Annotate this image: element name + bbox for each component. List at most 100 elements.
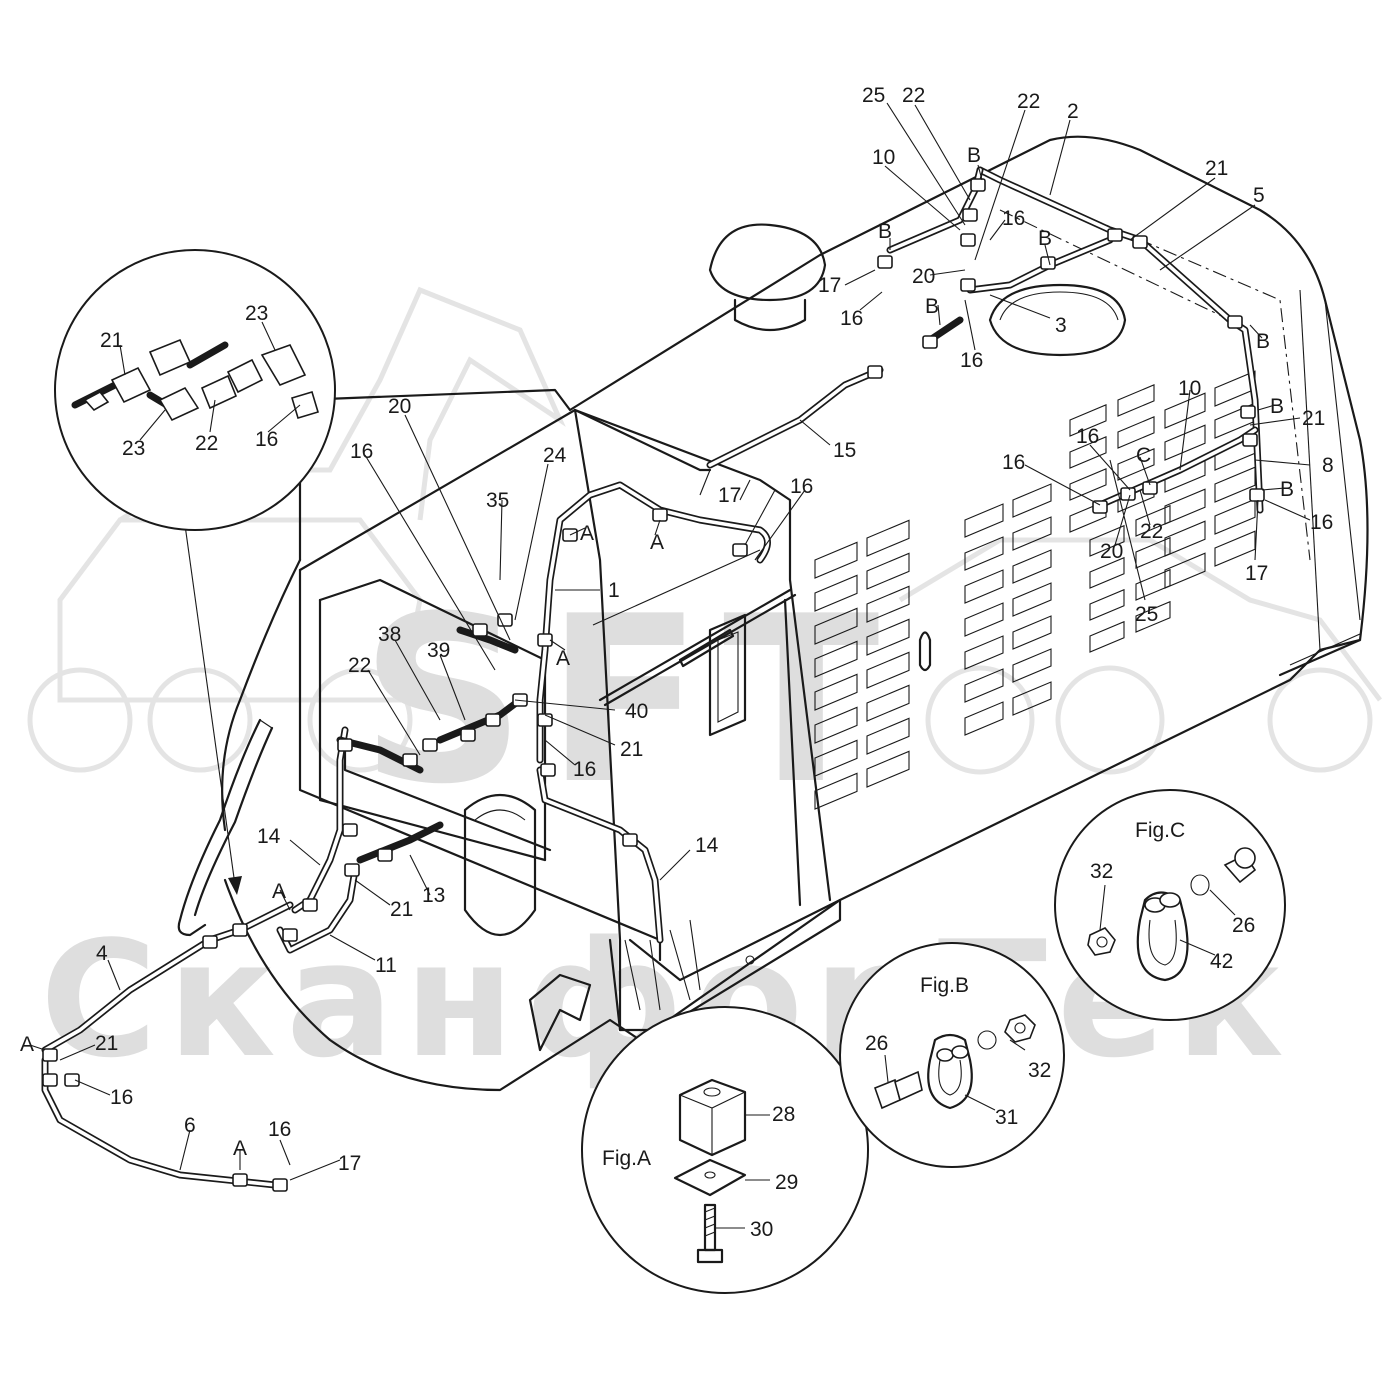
grille-slot — [1069, 404, 1107, 437]
callout-21: 21 — [620, 738, 643, 761]
leader-lines — [29, 102, 1311, 1181]
fig-b-callout-26: 26 — [865, 1032, 888, 1055]
callout-17: 17 — [1245, 562, 1268, 585]
pipe-fitting — [877, 255, 893, 269]
pipe-fitting — [272, 1178, 288, 1192]
pipe-fitting — [622, 833, 638, 847]
callout-14: 14 — [695, 834, 719, 857]
callout-B: B — [925, 295, 939, 318]
callout-35: 35 — [486, 489, 509, 512]
callout-16: 16 — [268, 1118, 291, 1141]
pipe-fitting — [1107, 228, 1123, 242]
callout-21: 21 — [390, 898, 413, 921]
watermark-machine-outline — [27, 286, 1382, 775]
fig-c-title: Fig.C — [1135, 819, 1185, 842]
grille-slot — [814, 739, 858, 777]
fig-b-callout-32: 32 — [1028, 1059, 1051, 1082]
fig-a: Fig.A 28 29 30 — [581, 1006, 869, 1294]
fig-b-callout-31: 31 — [995, 1106, 1018, 1129]
callout-20: 20 — [388, 395, 411, 418]
callout-22: 22 — [1140, 520, 1163, 543]
grille-slot — [1117, 384, 1155, 417]
callout-40: 40 — [625, 700, 648, 723]
pipe-fitting — [64, 1073, 80, 1087]
pipe-fitting — [867, 365, 883, 379]
callout-A: A — [650, 531, 664, 554]
grille-slot — [1214, 530, 1256, 567]
grille-slot — [1214, 466, 1256, 503]
grille-slot — [1069, 468, 1107, 501]
grille-slot — [866, 750, 910, 788]
grille-slot — [964, 701, 1004, 736]
grille-slot — [1117, 416, 1155, 449]
callout-A: A — [556, 647, 570, 670]
callout-3: 3 — [1055, 314, 1067, 337]
fig-a-callout-29: 29 — [775, 1171, 798, 1194]
detail-callout-22: 22 — [195, 432, 218, 455]
grille-slot — [964, 602, 1004, 637]
pipe-fitting — [232, 1173, 248, 1187]
callout-39: 39 — [427, 639, 450, 662]
pipe-fitting — [302, 898, 318, 912]
detail-callout-23: 23 — [245, 302, 268, 325]
pipe-fitting — [962, 208, 978, 222]
grille-slot — [814, 772, 858, 810]
callout-17: 17 — [718, 484, 741, 507]
pipe-fitting — [337, 738, 353, 752]
callout-B: B — [1280, 478, 1294, 501]
pipe-fitting — [1120, 487, 1136, 501]
pipe-fitting — [472, 623, 488, 637]
pipe-fitting — [344, 863, 360, 877]
pipe-fitting — [1132, 235, 1148, 249]
callout-25: 25 — [1135, 603, 1158, 626]
callout-16: 16 — [1076, 425, 1099, 448]
grille-slot — [964, 569, 1004, 604]
grille-slot — [866, 651, 910, 689]
callout-A: A — [272, 880, 286, 903]
callout-22: 22 — [1017, 90, 1040, 113]
piping — [41, 166, 1265, 1192]
callout-A: A — [580, 522, 594, 545]
grille-slot — [1012, 582, 1052, 617]
pipe-fitting — [1227, 315, 1243, 329]
detail-callout-21: 21 — [100, 329, 123, 352]
callout-C: C — [1136, 444, 1151, 467]
grille-slot — [1164, 488, 1206, 525]
pipe-fitting — [922, 335, 938, 349]
grille-slot — [1069, 436, 1107, 469]
fig-a-callout-30: 30 — [750, 1218, 773, 1241]
pipe-fitting — [1142, 481, 1158, 495]
callout-15: 15 — [833, 439, 856, 462]
pipe-fitting — [460, 728, 476, 742]
grille-slot — [866, 552, 910, 590]
callout-16: 16 — [350, 440, 373, 463]
grille-slot — [866, 618, 910, 656]
callout-24: 24 — [543, 444, 567, 467]
callout-21: 21 — [1205, 157, 1228, 180]
grille-slot — [1089, 524, 1125, 557]
pipe-fitting — [540, 763, 556, 777]
callout-20: 20 — [912, 265, 935, 288]
callout-16: 16 — [790, 475, 813, 498]
callout-17: 17 — [338, 1152, 361, 1175]
pipe-fitting — [342, 823, 358, 837]
callout-20: 20 — [1100, 540, 1123, 563]
pipe-fitting — [422, 738, 438, 752]
grille-slot — [1012, 516, 1052, 551]
callout-22: 22 — [902, 84, 925, 107]
grille-slot — [866, 684, 910, 722]
pipe-fitting — [652, 508, 668, 522]
fig-c-callout-32: 32 — [1090, 860, 1113, 883]
detail-circle: 23 21 23 22 16 — [54, 249, 336, 531]
pipe-fitting — [1240, 405, 1256, 419]
pipe-fitting — [732, 543, 748, 557]
grille-slot — [1012, 615, 1052, 650]
fig-c-callout-42: 42 — [1210, 950, 1233, 973]
grille-slot — [1012, 483, 1052, 518]
grille-slot — [964, 536, 1004, 571]
grille-slot — [866, 585, 910, 623]
callout-17: 17 — [818, 274, 841, 297]
grille-slot — [814, 541, 858, 579]
pipe-fitting — [537, 633, 553, 647]
grille-slot — [1164, 520, 1206, 557]
